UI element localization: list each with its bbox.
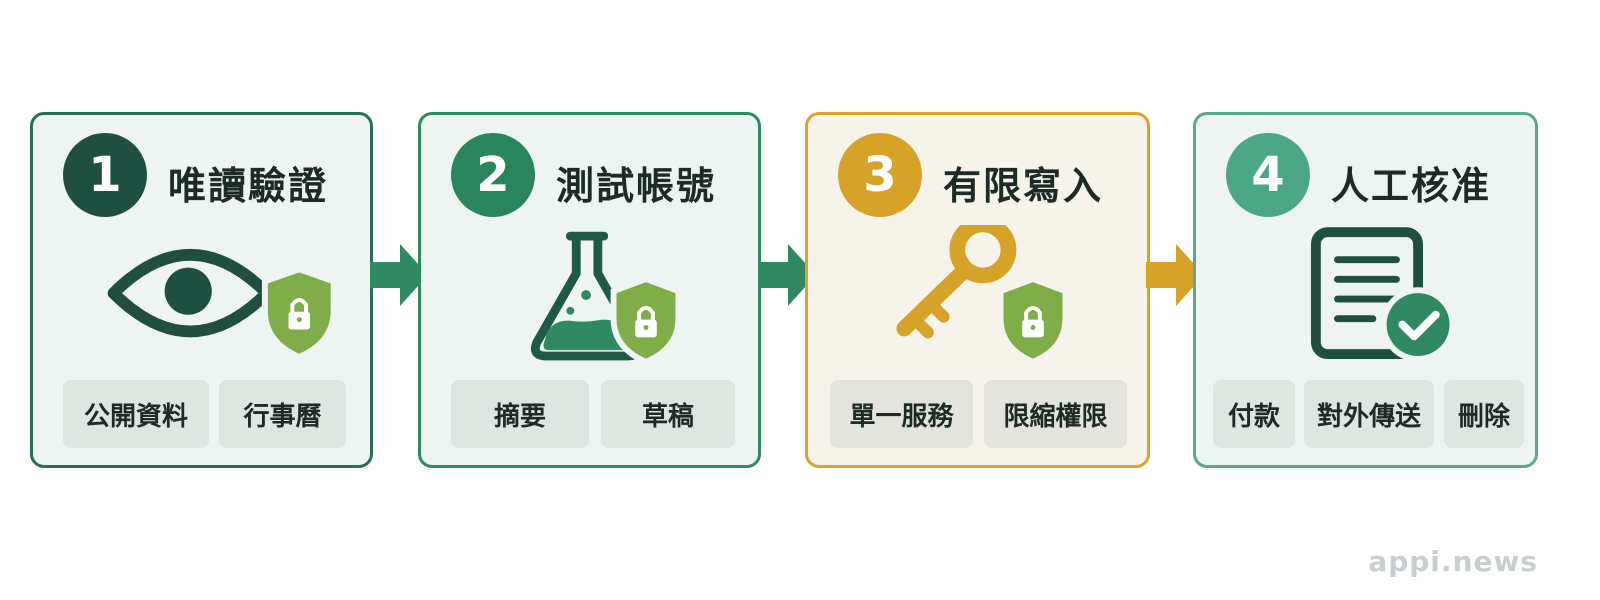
tag-scoped-permission: 限縮權限 — [984, 380, 1127, 448]
step-card-3: 3 有限寫入 單一服務 限縮權限 — [805, 112, 1150, 468]
step-number-badge: 4 — [1226, 133, 1310, 217]
step-title: 測試帳號 — [556, 164, 717, 208]
tag-draft: 草稿 — [601, 380, 735, 448]
step-title: 人工核准 — [1331, 164, 1492, 208]
watermark: appi.news — [1368, 545, 1538, 578]
tag-delete: 刪除 — [1444, 380, 1524, 448]
step-card-4: 4 人工核准 付款 對外傳送 刪除 — [1193, 112, 1538, 468]
step-title: 有限寫入 — [943, 164, 1104, 208]
tag-external-send: 對外傳送 — [1304, 380, 1434, 448]
flask-lock-icon — [530, 231, 682, 366]
step-card-1: 1 唯讀驗證 公開資料 行事曆 — [30, 112, 373, 468]
arrow-right-icon — [370, 244, 428, 306]
document-check-icon — [1310, 227, 1456, 362]
step-title: 唯讀驗證 — [168, 164, 329, 208]
arrow-right-icon — [1146, 244, 1204, 306]
arrow-right-icon — [758, 244, 816, 306]
key-lock-icon — [896, 225, 1069, 366]
step-number-badge: 2 — [451, 133, 535, 217]
step-card-2: 2 測試帳號 摘要 草稿 — [418, 112, 761, 468]
eye-lock-icon — [107, 248, 337, 361]
tag-single-service: 單一服務 — [830, 380, 973, 448]
tag-summary: 摘要 — [451, 380, 589, 448]
step-number-badge: 3 — [838, 133, 922, 217]
step-number-badge: 1 — [63, 133, 147, 217]
tag-calendar: 行事曆 — [219, 380, 346, 448]
tag-payment: 付款 — [1213, 380, 1295, 448]
tag-public-data: 公開資料 — [63, 380, 209, 448]
